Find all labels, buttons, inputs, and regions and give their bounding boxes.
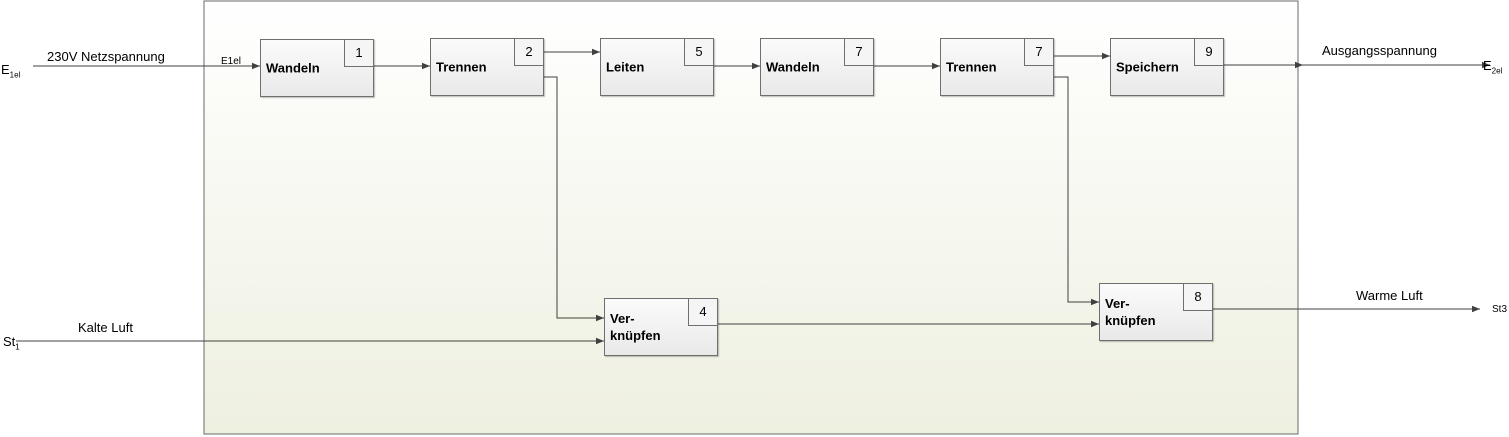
flow-connections (16, 48, 1490, 345)
function-block-trennen-7: Trennen 7 (940, 38, 1054, 96)
function-label: Ver- knüpfen (1105, 296, 1156, 328)
input-energy-inner-label: E1el (221, 56, 242, 67)
function-number: 2 (514, 39, 543, 66)
function-block-wandeln-7: Wandeln 7 (760, 38, 874, 96)
function-block-verknuepfen-4: Ver- knüpfen 4 (604, 298, 718, 356)
input-energy-symbol: E1el (1, 62, 21, 80)
function-label: Ver- knüpfen (610, 311, 661, 343)
function-number: 4 (688, 299, 717, 326)
function-label: Leiten (606, 59, 645, 75)
function-label: Wandeln (266, 60, 320, 76)
input-material-label: Kalte Luft (78, 320, 133, 335)
function-number: 5 (684, 39, 713, 66)
output-energy-label: Ausgangsspannung (1322, 43, 1437, 58)
function-block-speichern-9: Speichern 9 (1110, 38, 1224, 96)
function-label: Trennen (946, 59, 997, 75)
flow-7-8 (1053, 76, 1099, 306)
function-number: 8 (1183, 284, 1212, 311)
function-label: Trennen (436, 59, 487, 75)
input-material-symbol: St1 (3, 334, 20, 352)
output-material-symbol: St3 (1492, 304, 1508, 315)
function-number: 9 (1194, 39, 1223, 66)
function-number: 7 (844, 39, 873, 66)
flow-2-4 (543, 76, 604, 322)
function-block-leiten-5: Leiten 5 (600, 38, 714, 96)
function-block-trennen-2: Trennen 2 (430, 38, 544, 96)
function-label: Wandeln (766, 59, 820, 75)
function-number: 7 (1024, 39, 1053, 66)
function-block-wandeln-1: Wandeln 1 (260, 39, 374, 97)
input-energy-label: 230V Netzspannung (47, 49, 165, 64)
output-material-label: Warme Luft (1356, 288, 1423, 303)
output-energy-symbol: E2el (1483, 58, 1503, 76)
function-label: Speichern (1116, 59, 1179, 75)
function-block-verknuepfen-8: Ver- knüpfen 8 (1099, 283, 1213, 341)
function-number: 1 (344, 40, 373, 67)
